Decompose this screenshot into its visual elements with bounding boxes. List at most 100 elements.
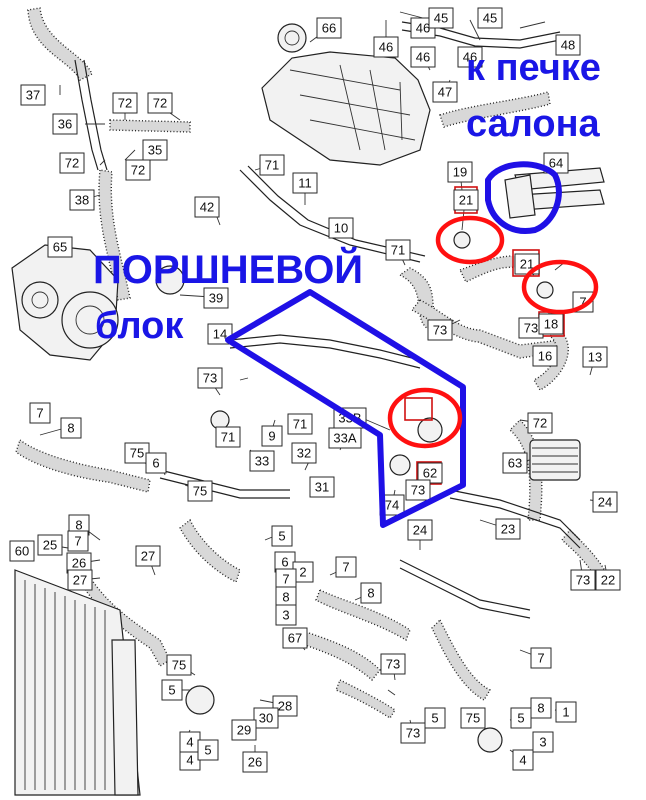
part-label-p73f: 73 [380, 653, 406, 675]
part-label-box [67, 569, 93, 591]
part-label-box [335, 556, 357, 578]
part-number-text: 33 [255, 454, 269, 469]
part-label-box [530, 697, 552, 719]
part-number-text: 45 [483, 11, 497, 26]
part-number-text: 46 [379, 40, 393, 55]
part-label-p73d: 73 [405, 479, 431, 501]
part-label-p22: 22 [595, 569, 621, 591]
part-number-text: 24 [413, 523, 427, 538]
part-number-text: 71 [221, 430, 235, 445]
part-number-text: 71 [293, 417, 307, 432]
part-number-text: 7 [74, 534, 81, 549]
part-label-box [67, 530, 89, 552]
part-label-p27a: 27 [67, 569, 93, 591]
part-label-p25: 25 [37, 534, 63, 556]
part-number-text: 1 [562, 705, 569, 720]
part-number-text: 71 [265, 158, 279, 173]
part-label-p4b: 4 [512, 749, 534, 771]
part-label-box [125, 159, 151, 181]
part-number-text: 46 [463, 50, 477, 65]
red-circle-lower [387, 387, 463, 449]
part-number-text: 38 [75, 193, 89, 208]
heater-connection-circle [485, 161, 562, 234]
part-label-p71b: 71 [385, 239, 411, 261]
part-label-p73c: 73 [197, 367, 223, 389]
part-label-box [291, 442, 317, 464]
part-label-p33: 33 [249, 450, 275, 472]
part-label-p10: 10 [328, 217, 354, 239]
part-number-text: 7 [342, 560, 349, 575]
part-number-text: 6 [281, 555, 288, 570]
part-label-p46d: 46 [457, 46, 483, 68]
part-number-text: 73 [524, 321, 538, 336]
part-label-box [231, 719, 257, 741]
part-label-box [495, 518, 521, 540]
part-label-box [9, 540, 35, 562]
part-label-box [360, 582, 382, 604]
piston-label-line2: блок [95, 305, 184, 347]
part-number-text: 11 [298, 176, 312, 191]
part-number-text: 9 [268, 429, 275, 444]
part-number-text: 39 [209, 291, 223, 306]
part-number-text: 60 [15, 544, 29, 559]
part-number-text: 27 [73, 573, 87, 588]
part-label-p42: 42 [194, 196, 220, 218]
left-upper-hoses [27, 7, 191, 301]
part-label-p3: 3 [275, 604, 297, 626]
part-label-p65: 65 [47, 236, 73, 258]
part-label-box [410, 46, 436, 68]
part-label-box [400, 722, 426, 744]
part-label-p16: 16 [532, 345, 558, 367]
part-number-text: 47 [438, 85, 452, 100]
part-label-box [328, 217, 354, 239]
part-label-box [275, 604, 297, 626]
part-label-box [405, 479, 431, 501]
part-label-p27b: 27 [135, 545, 161, 567]
red-box-75 [404, 397, 433, 421]
part-number-text: 72 [533, 416, 547, 431]
part-number-text: 5 [204, 743, 211, 758]
part-label-p75b: 75 [187, 480, 213, 502]
part-number-text: 3 [282, 608, 289, 623]
part-label-box [460, 707, 486, 729]
part-label-p46c: 46 [410, 46, 436, 68]
part-label-p62: 62 [417, 462, 443, 484]
part-number-text: 65 [53, 240, 67, 255]
part-label-p73e: 73 [570, 569, 596, 591]
part-label-p75c: 75 [166, 654, 192, 676]
part-label-p7b: 7 [29, 402, 51, 424]
part-number-text: 19 [453, 165, 467, 180]
part-label-p73g: 73 [400, 722, 426, 744]
turbocharger-drawing [261, 23, 431, 166]
part-label-box [287, 413, 313, 435]
part-number-text: 30 [259, 711, 273, 726]
part-label-box [271, 525, 293, 547]
part-label-p71d: 71 [287, 413, 313, 435]
part-label-box [59, 152, 85, 174]
part-number-text: 16 [538, 349, 552, 364]
part-label-p48: 48 [555, 34, 581, 56]
part-label-p5c: 5 [424, 707, 446, 729]
part-label-box [453, 189, 479, 211]
part-label-box [69, 189, 95, 211]
part-label-p75a: 75 [124, 442, 150, 464]
part-number-text: 27 [141, 549, 155, 564]
part-number-text: 72 [118, 96, 132, 111]
part-label-p5d: 5 [510, 707, 532, 729]
part-label-box [512, 749, 534, 771]
part-number-text: 74 [385, 498, 399, 513]
part-number-text: 24 [598, 495, 612, 510]
part-number-text: 25 [43, 538, 57, 553]
part-number-text: 7 [282, 572, 289, 587]
part-number-text: 28 [278, 699, 292, 714]
part-label-box [502, 452, 528, 474]
part-number-text: 64 [549, 156, 563, 171]
part-label-p5e: 5 [197, 739, 219, 761]
part-number-text: 75 [172, 658, 186, 673]
part-label-box [555, 34, 581, 56]
heater-label-line2: салона [466, 103, 601, 145]
part-label-p45a: 45 [428, 7, 454, 29]
part-label-p8d: 8 [275, 586, 297, 608]
part-number-text: 21 [459, 193, 473, 208]
